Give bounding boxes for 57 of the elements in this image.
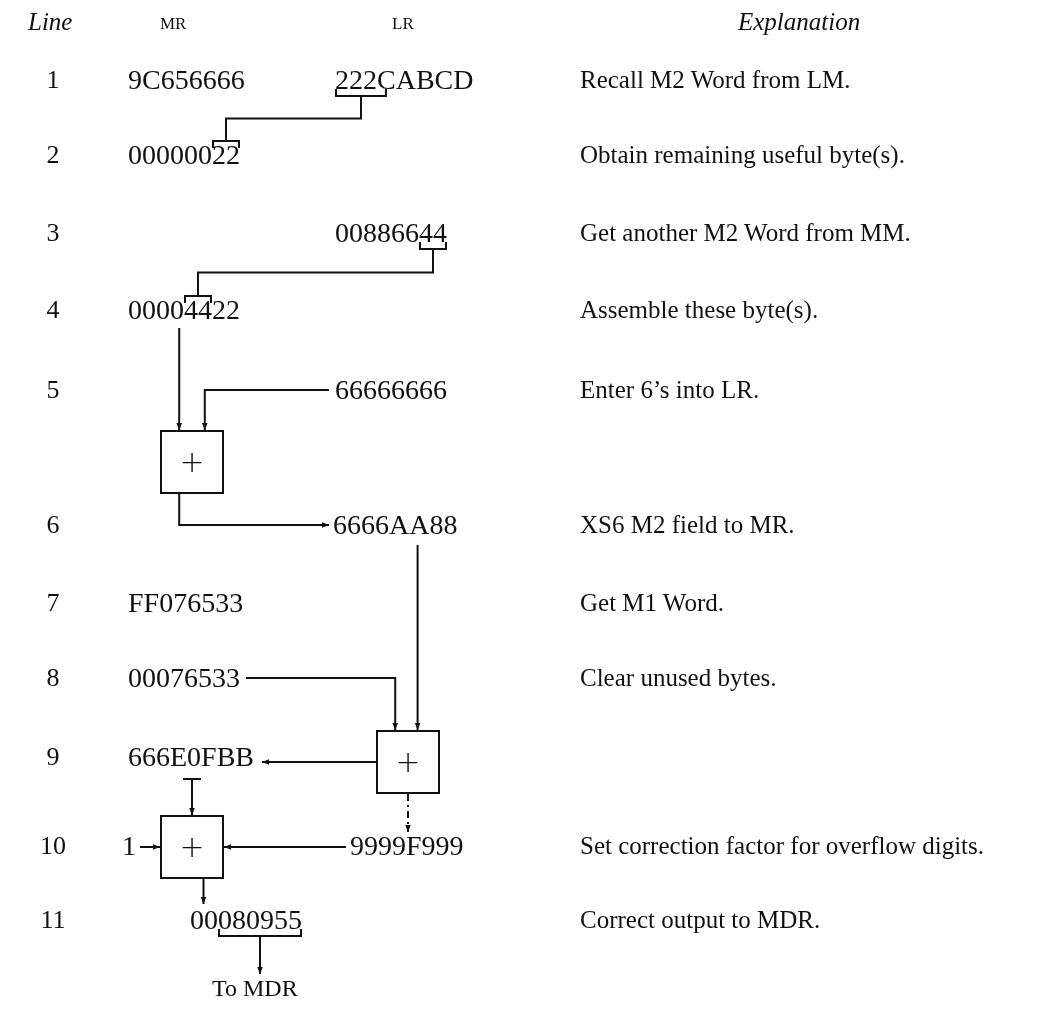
register-value: 00080955 xyxy=(190,906,302,934)
register-value: 66666666 xyxy=(335,376,447,404)
register-value: 00000022 xyxy=(128,141,240,169)
explanation-text: Clear unused bytes. xyxy=(580,663,777,693)
explanation-text: Recall M2 Word from LM. xyxy=(580,65,851,95)
column-heading: Explanation xyxy=(738,7,861,37)
explanation-text: Set correction factor for overflow digits. xyxy=(580,831,985,861)
arrow xyxy=(405,793,411,833)
arrow xyxy=(200,878,207,905)
line-number: 4 xyxy=(45,295,61,325)
plus-sign: + xyxy=(179,832,205,862)
line-number: 2 xyxy=(45,140,61,170)
line-number: 7 xyxy=(45,588,61,618)
register-value: 666E0FBB xyxy=(128,743,255,771)
line-number: 11 xyxy=(39,905,67,935)
column-heading: MR xyxy=(160,13,187,35)
arrow xyxy=(176,327,182,431)
register-value: 9999F999 xyxy=(350,832,464,860)
arrow xyxy=(257,935,263,975)
register-value: 9C656666 xyxy=(128,65,245,95)
arrow xyxy=(178,493,330,528)
register-value: 222CABCD xyxy=(335,66,474,94)
register-value: 00004422 xyxy=(128,296,240,324)
arrow xyxy=(202,389,330,431)
arrow xyxy=(414,544,421,731)
line-number: 6 xyxy=(45,510,61,540)
explanation-text: XS6 M2 field to MR. xyxy=(580,510,795,540)
line-number: 10 xyxy=(39,831,67,861)
plus-sign: + xyxy=(395,747,421,777)
line-number: 9 xyxy=(45,742,61,772)
column-heading: LR xyxy=(392,13,414,35)
adder-box xyxy=(376,730,440,794)
explanation-text: Correct output to MDR. xyxy=(580,905,821,935)
line-number: 1 xyxy=(45,65,61,95)
register-value: 00886644 xyxy=(335,219,447,247)
register-value: FF076533 xyxy=(128,588,244,618)
register-value: 1 xyxy=(122,832,136,860)
line-number: 3 xyxy=(45,218,61,248)
explanation-text: Get another M2 Word from MM. xyxy=(580,218,911,248)
arrow xyxy=(223,844,347,850)
column-heading: Line xyxy=(28,7,73,37)
output-label: To MDR xyxy=(212,974,298,1002)
line-number: 8 xyxy=(45,663,61,693)
arrow xyxy=(245,677,398,731)
explanation-text: Assemble these byte(s). xyxy=(580,295,819,325)
explanation-text: Obtain remaining useful byte(s). xyxy=(580,140,905,170)
explanation-text: Enter 6’s into LR. xyxy=(580,375,760,405)
arrow xyxy=(182,778,202,816)
arrow xyxy=(261,759,377,765)
explanation-text: Get M1 Word. xyxy=(580,588,725,618)
register-value: 6666AA88 xyxy=(333,511,458,539)
arrow xyxy=(139,844,161,850)
line-number: 5 xyxy=(45,375,61,405)
adder-box xyxy=(160,815,224,879)
register-value: 00076533 xyxy=(128,664,240,692)
plus-sign: + xyxy=(179,447,205,477)
adder-box xyxy=(160,430,224,494)
